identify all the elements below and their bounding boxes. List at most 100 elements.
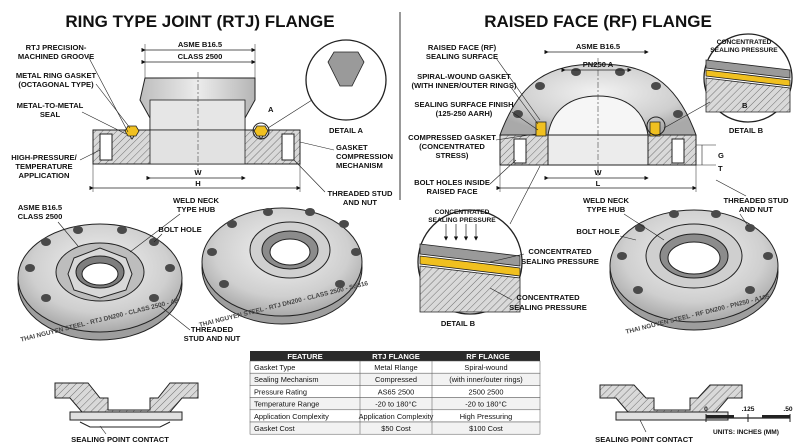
right-dim-g: G (718, 151, 724, 160)
svg-text:BOLT HOLE: BOLT HOLE (576, 227, 619, 236)
svg-text:BOLT HOLE: BOLT HOLE (158, 225, 201, 234)
callout-rf-bolt-hole: BOLT HOLE (576, 227, 637, 241)
table-row: Gasket Cost$50 Cost$100 Cost (249, 421, 541, 435)
table-cell: Compressed (375, 375, 417, 384)
table-cell: Application Complexity (359, 412, 434, 421)
table-cell: Metal Rlange (374, 363, 418, 372)
table-row: Gasket Type Metal Rlange Spiral-wound (249, 360, 541, 374)
table-cell: 2500 2500 (469, 387, 504, 396)
table-cell: -20 to 180°C (375, 400, 417, 409)
callout-iso-bolt-hole: BOLT HOLE (153, 225, 202, 243)
svg-text:RTJ PRECISION-MACHINED GROOVE: RTJ PRECISION-MACHINED GROOVE (18, 43, 94, 61)
callout-groove: RTJ PRECISION-MACHINED GROOVE (18, 43, 129, 133)
scale-tick-2: .50 (783, 406, 792, 413)
leader-to-section (509, 165, 541, 225)
detail-a-caption: DETAIL A (329, 126, 364, 135)
detail-a: A DETAIL A (267, 39, 387, 135)
table-cell: Sealing Mechanism (254, 375, 319, 384)
callout-gasket: METAL RING GASKET(OCTAGONAL TYPE) (16, 71, 131, 129)
table-cell: Gasket Cost (254, 424, 295, 433)
scale-caption: UNITS: INCHES (MM) (713, 429, 779, 436)
callout-spiral: SPIRAL-WOUND GASKET(with inner/outer rin… (411, 72, 539, 125)
table-header-rtj: RTJ FLANGE (372, 352, 420, 361)
left-class-label: CLASS 2500 (178, 52, 223, 61)
rtj-iso-flange-2: THAI NGUYEN STEEL - RTJ DN200 - CLASS 25… (198, 207, 369, 329)
table-cell: Application Complexity (254, 412, 329, 421)
table-header-rf: RF FLANGE (466, 352, 509, 361)
table-cell: -20 to 180°C (465, 400, 507, 409)
detail-b-lower-caption: DETAIL B (441, 319, 476, 328)
table-cell: Gasket Type (254, 363, 295, 372)
callout-finish: SEALING SURFACE FINISH(125-250 AARH) (414, 100, 539, 131)
right-dim-w: W (594, 168, 602, 177)
table-row: Pressure Rating AS65 2500 2500 2500 (249, 385, 541, 398)
table-cell: AS65 2500 (378, 387, 415, 396)
rf-cross-section (499, 58, 697, 176)
table-row: Sealing Mechanism Compressed (with inner/o… (249, 372, 541, 386)
svg-text:METAL RING GASKET(OCTAGONAL TY: METAL RING GASKET(OCTAGONAL TYPE) (16, 71, 97, 89)
table-header-feature: FEATURE (287, 352, 322, 361)
right-dim-t: T (718, 164, 723, 173)
rf-iso-flange: THAI NGUYEN STEEL - RF DN200 - PN250 - A… (609, 209, 779, 336)
table-cell: $100 Cost (469, 424, 503, 433)
right-dim-l: L (596, 179, 601, 188)
table-row: Application Complexity Application Comple… (249, 409, 541, 423)
left-dim-h: H (195, 179, 200, 188)
rf-sealing-point-section: SEALING POINT CONTACT (595, 384, 743, 444)
scale-tick-1: .125 (742, 406, 755, 413)
detail-b-marker: B (742, 101, 748, 110)
right-asme-label: ASME B16.5 (576, 42, 621, 51)
table-cell: Spiral-wound (464, 363, 507, 372)
table-cell: (with inner/outer rings) (449, 375, 523, 384)
rtj-cross-section (92, 72, 301, 170)
right-pn-label: PN250 A (583, 60, 614, 69)
right-title: RAISED FACE (RF) FLANGE (484, 12, 712, 31)
table-cell: High Pressuring (460, 412, 513, 421)
right-sealing-point: SEALING POINT CONTACT (595, 435, 693, 444)
scale-bar: 0 .125 .50 UNITS: INCHES (MM) (704, 406, 793, 436)
svg-text:SEALING SURFACE FINISH(125-250: SEALING SURFACE FINISH(125-250 AARH) (414, 100, 513, 118)
left-dim-w: W (194, 168, 202, 177)
scale-tick-0: 0 (704, 406, 708, 413)
table-cell: Temperature Range (254, 400, 319, 409)
table-row: Temperature Range -20 to 180°C -20 to 180°… (249, 397, 541, 411)
left-sealing-point: SEALING POINT CONTACT (71, 435, 169, 444)
left-asme-label: ASME B16.5 (178, 40, 223, 49)
detail-b-caption: DETAIL B (729, 126, 764, 135)
rtj-sealing-point-section: SEALING POINT CONTACT (54, 382, 199, 444)
table-cell: Pressure Rating (254, 387, 307, 396)
svg-text:RAISED FACE (RF)SEALING SURFAC: RAISED FACE (RF)SEALING SURFACE (426, 43, 498, 61)
callout-raised-face: RAISED FACE (RF)SEALING SURFACE (426, 43, 541, 121)
detail-a-marker: A (268, 105, 274, 114)
